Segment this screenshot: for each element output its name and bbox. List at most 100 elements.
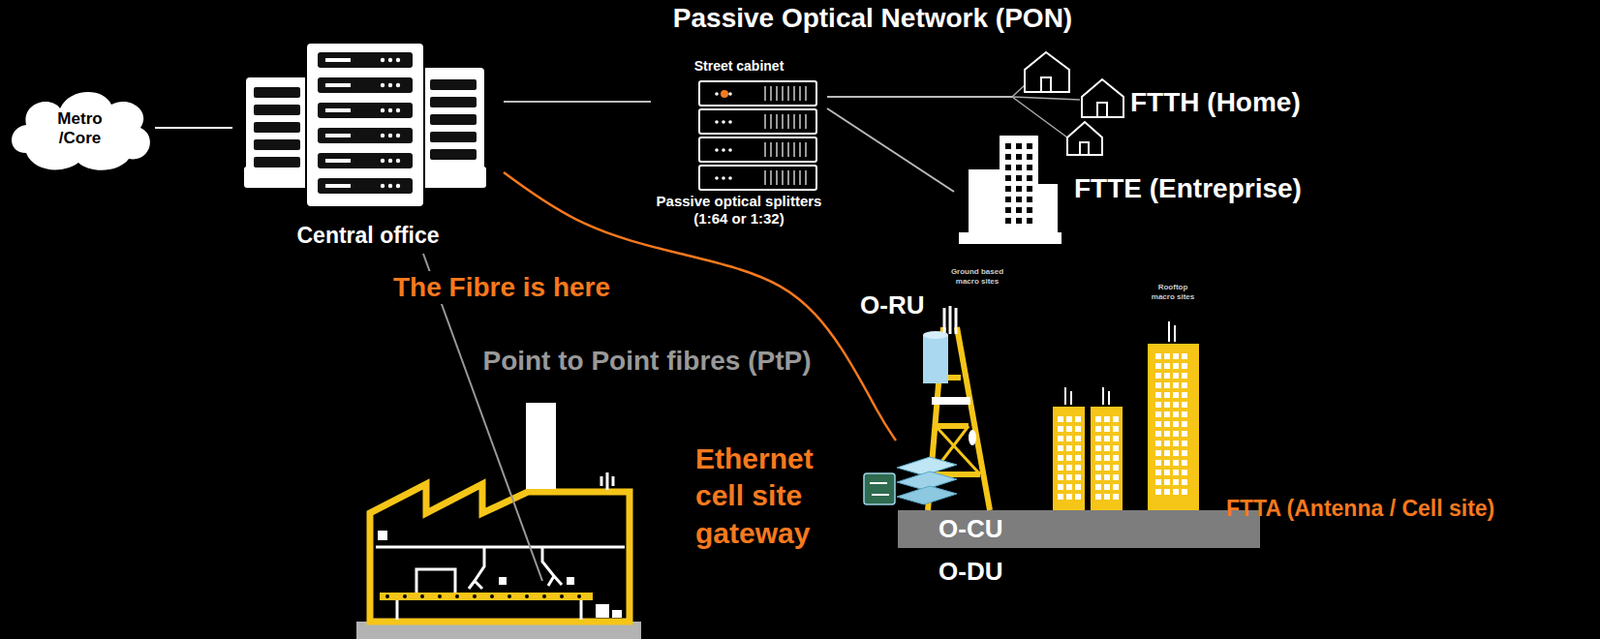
building-windows-part — [1172, 421, 1179, 428]
cabinet-racks-part — [714, 176, 719, 181]
building-windows-part — [1005, 207, 1012, 214]
cabinet-racks-part — [769, 114, 772, 129]
building-windows-part — [1155, 440, 1162, 447]
fibre-connector — [827, 108, 954, 192]
central-office-icon-part — [246, 77, 308, 171]
server-slots-part — [253, 139, 301, 151]
factory-illustration-part — [377, 530, 388, 541]
building-windows-part — [1155, 411, 1162, 418]
building-windows-part — [1075, 445, 1081, 452]
building-windows-part — [1005, 196, 1012, 203]
cell-site-illustration-part-part — [954, 307, 958, 335]
building-windows-part — [1075, 464, 1081, 471]
node-label: FTTE (Entreprise) — [1074, 172, 1302, 206]
cell-site-illustration-part-part — [1102, 387, 1105, 405]
building-windows-part — [1164, 479, 1170, 486]
building-windows-part — [1095, 493, 1102, 500]
building-windows-part — [1181, 450, 1188, 457]
cell-site-illustration-part-part — [869, 482, 888, 485]
homes-icon-part — [1067, 122, 1103, 155]
server-slots-part — [430, 96, 477, 108]
building-windows-part — [1155, 353, 1162, 360]
server-slots-part — [317, 127, 413, 144]
building-windows-part — [1075, 474, 1081, 481]
cell-site-illustration-part-part — [1070, 391, 1073, 405]
building-windows-part — [1066, 416, 1073, 423]
building-windows-part — [1181, 363, 1188, 370]
cell-site-illustration-part-part — [1107, 391, 1110, 405]
cabinet-racks-part — [793, 114, 796, 129]
building-windows-part — [1066, 435, 1073, 442]
building-windows-part — [1112, 464, 1119, 471]
unit-label: O-DU — [938, 556, 1003, 587]
cabinet-racks-part — [793, 142, 796, 157]
factory-illustration-part-part — [468, 547, 485, 589]
building-windows-part — [1181, 382, 1188, 389]
cabinet-racks-part — [728, 176, 733, 181]
cell-site-illustration-part — [1090, 406, 1123, 511]
building-windows-part — [1026, 143, 1033, 150]
enterprise-building-icon-part — [968, 169, 1000, 235]
server-slots-part — [253, 104, 301, 116]
factory-illustration-part — [566, 577, 575, 585]
building-windows-part — [1181, 430, 1188, 437]
cabinet-racks-part — [787, 170, 790, 185]
node-label: Ethernet cell site gateway — [695, 440, 846, 553]
homes-icon-part — [1012, 85, 1025, 97]
cabinet-racks-part — [804, 142, 807, 157]
building-windows-part — [1104, 435, 1110, 442]
building-windows-part — [1164, 450, 1170, 457]
building-windows-part — [1066, 493, 1073, 500]
factory-illustration — [356, 402, 642, 639]
cell-site-illustration-part-part — [935, 423, 969, 430]
node-label: Passive optical splitters (1:64 or 1:32) — [650, 192, 828, 228]
fibre-type-label: Point to Point fibres (PtP) — [479, 344, 815, 378]
cabinet-racks-part — [781, 170, 784, 185]
building-windows-part — [1015, 143, 1022, 150]
access-type-label: FTTA (Antenna / Cell site) — [1226, 495, 1495, 524]
cell-site-illustration-part — [863, 473, 895, 505]
server-slots-part — [388, 83, 393, 88]
building-windows-part — [1112, 445, 1119, 452]
ftth-node: FTTH (Home) — [1012, 44, 1301, 161]
building-windows-part — [1026, 185, 1033, 192]
enterprise-building-icon-part — [999, 135, 1039, 235]
building-windows-part — [1075, 416, 1081, 423]
site-caption: Rooftop macro sites — [1145, 282, 1200, 302]
node-label: Street cabinet — [650, 58, 828, 75]
building-windows-part — [1026, 217, 1033, 224]
building-windows-part — [1172, 372, 1179, 379]
cell-site-illustration-part — [968, 430, 977, 446]
building-windows-part — [1075, 426, 1081, 432]
building-windows — [1057, 353, 1188, 500]
server-slots-part — [396, 184, 400, 188]
cabinet-racks-part — [699, 165, 817, 190]
cabinet-racks-part — [804, 114, 807, 129]
node-label: Metro /Core — [45, 109, 116, 150]
server-slots-part — [253, 87, 301, 98]
cell-site-illustration-part — [1065, 321, 1175, 405]
server-slots-part — [380, 133, 385, 138]
building-windows-part — [1095, 435, 1102, 442]
server-slots-part — [325, 58, 351, 62]
building-windows-part — [1112, 484, 1119, 491]
building-windows-part — [1015, 217, 1022, 224]
conveyor-rollers-part — [385, 594, 390, 599]
building-windows-part — [1112, 493, 1119, 500]
building-windows-part — [1005, 217, 1012, 224]
server-slots-part — [253, 156, 301, 168]
homes-icon-part — [1012, 96, 1068, 138]
building-windows-part — [1066, 464, 1073, 471]
building-windows-part — [1104, 464, 1110, 471]
building-windows-part — [1181, 479, 1188, 486]
building-windows-part — [1164, 411, 1170, 418]
building-windows-part — [1005, 153, 1012, 160]
cabinet-racks-part — [799, 86, 801, 101]
central-office-node: Central office — [232, 36, 504, 250]
cabinet-racks-part — [781, 86, 784, 101]
building-windows-part — [1172, 401, 1179, 408]
building-windows-part — [1155, 450, 1162, 457]
building-windows-part — [1172, 479, 1179, 486]
building-windows-part — [1181, 489, 1188, 495]
cell-site-illustration-part — [1147, 343, 1200, 511]
